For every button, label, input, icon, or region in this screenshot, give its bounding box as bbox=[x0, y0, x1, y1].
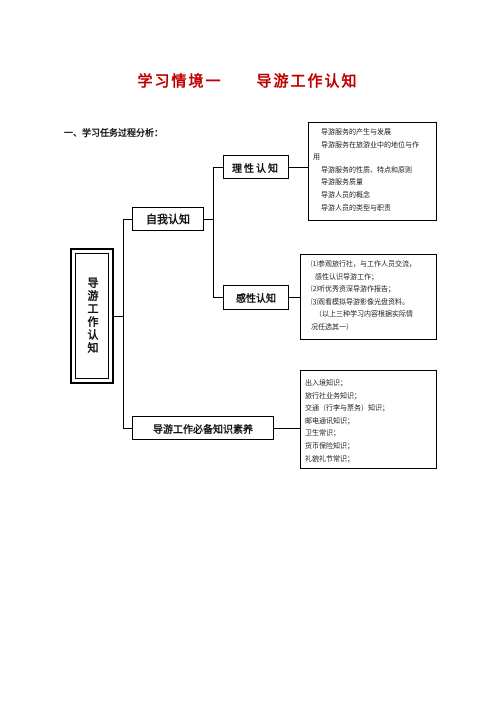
root-node-label: 导游工作认知 bbox=[86, 277, 99, 355]
lixing-detail-box: 导游服务的产生与发展 导游服务在旅游业中的地位与作 用 导游服务的性质、特点和原… bbox=[308, 122, 437, 221]
connector-lixing-text bbox=[289, 167, 308, 168]
lixing-item: 导游服务在旅游业中的地位与作 bbox=[321, 140, 419, 149]
ganxing-item: ⑴参观旅行社，与工作人员交流， bbox=[311, 260, 416, 268]
bibei-item: 邮电通讯知识； bbox=[305, 416, 354, 425]
ganxing-item: 况任选其一） bbox=[311, 322, 353, 331]
bibei-item: 旅行社业务知识； bbox=[305, 391, 361, 400]
ganxing-detail-box: ⑴参观旅行社，与工作人员交流， 感性认识导游工作； ⑵听优秀资深导游作报告； ⑶… bbox=[300, 254, 437, 340]
lixing-item: 导游人员的概念 bbox=[321, 190, 370, 199]
node-ganxing: 感性认知 bbox=[223, 285, 289, 310]
node-ziwo: 自我认知 bbox=[132, 207, 204, 231]
node-lixing: 理性认知 bbox=[223, 155, 289, 179]
connector-ganxing-text bbox=[289, 297, 300, 298]
root-node: 导游工作认知 bbox=[70, 248, 114, 384]
connector-to-ganxing bbox=[213, 297, 223, 298]
connector-sub-vertical bbox=[213, 167, 214, 298]
connector-main-vertical bbox=[123, 219, 124, 428]
title-part1: 学习情境一 bbox=[137, 72, 223, 90]
lixing-item: 导游人员的类型与职责 bbox=[321, 203, 391, 212]
lixing-item: 导游服务的产生与发展 bbox=[321, 128, 391, 136]
bibei-item: 交通（行李与票务）知识； bbox=[305, 404, 389, 413]
title-part2: 导游工作认知 bbox=[256, 72, 359, 90]
lixing-item: 用 bbox=[313, 153, 320, 162]
bibei-detail-box: 出入境知识； 旅行社业务知识； 交通（行李与票务）知识； 邮电通讯知识； 卫生常… bbox=[300, 370, 437, 469]
node-bibei: 导游工作必备知识素养 bbox=[132, 416, 274, 440]
ganxing-item: ⑶观看模拟导游影像光盘资料。 bbox=[311, 297, 409, 306]
bibei-item: 礼貌礼节常识； bbox=[305, 454, 354, 463]
root-node-inner-border bbox=[75, 253, 109, 379]
ganxing-item: ⑵听优秀资深导游作报告； bbox=[311, 285, 395, 294]
connector-to-ziwo bbox=[123, 219, 132, 220]
connector-to-lixing bbox=[213, 167, 223, 168]
bibei-item: 出入境知识； bbox=[305, 379, 347, 387]
bibei-item: 货币保险知识； bbox=[305, 441, 354, 450]
page-title: 学习情境一 导游工作认知 bbox=[0, 70, 496, 91]
lixing-item: 导游服务质量 bbox=[321, 178, 363, 187]
connector-ziwo-out bbox=[204, 219, 213, 220]
bibei-item: 卫生常识； bbox=[305, 429, 340, 438]
section-heading: 一、学习任务过程分析： bbox=[64, 129, 164, 139]
lixing-item: 导游服务的性质、特点和原则 bbox=[321, 165, 412, 174]
ganxing-item: （以上三种学习内容根据实际情 bbox=[315, 310, 413, 319]
ganxing-item: 感性认识导游工作； bbox=[315, 272, 378, 281]
connector-bibei-text bbox=[274, 428, 300, 429]
connector-root-trunk bbox=[114, 316, 123, 317]
connector-to-bibei bbox=[123, 428, 132, 429]
